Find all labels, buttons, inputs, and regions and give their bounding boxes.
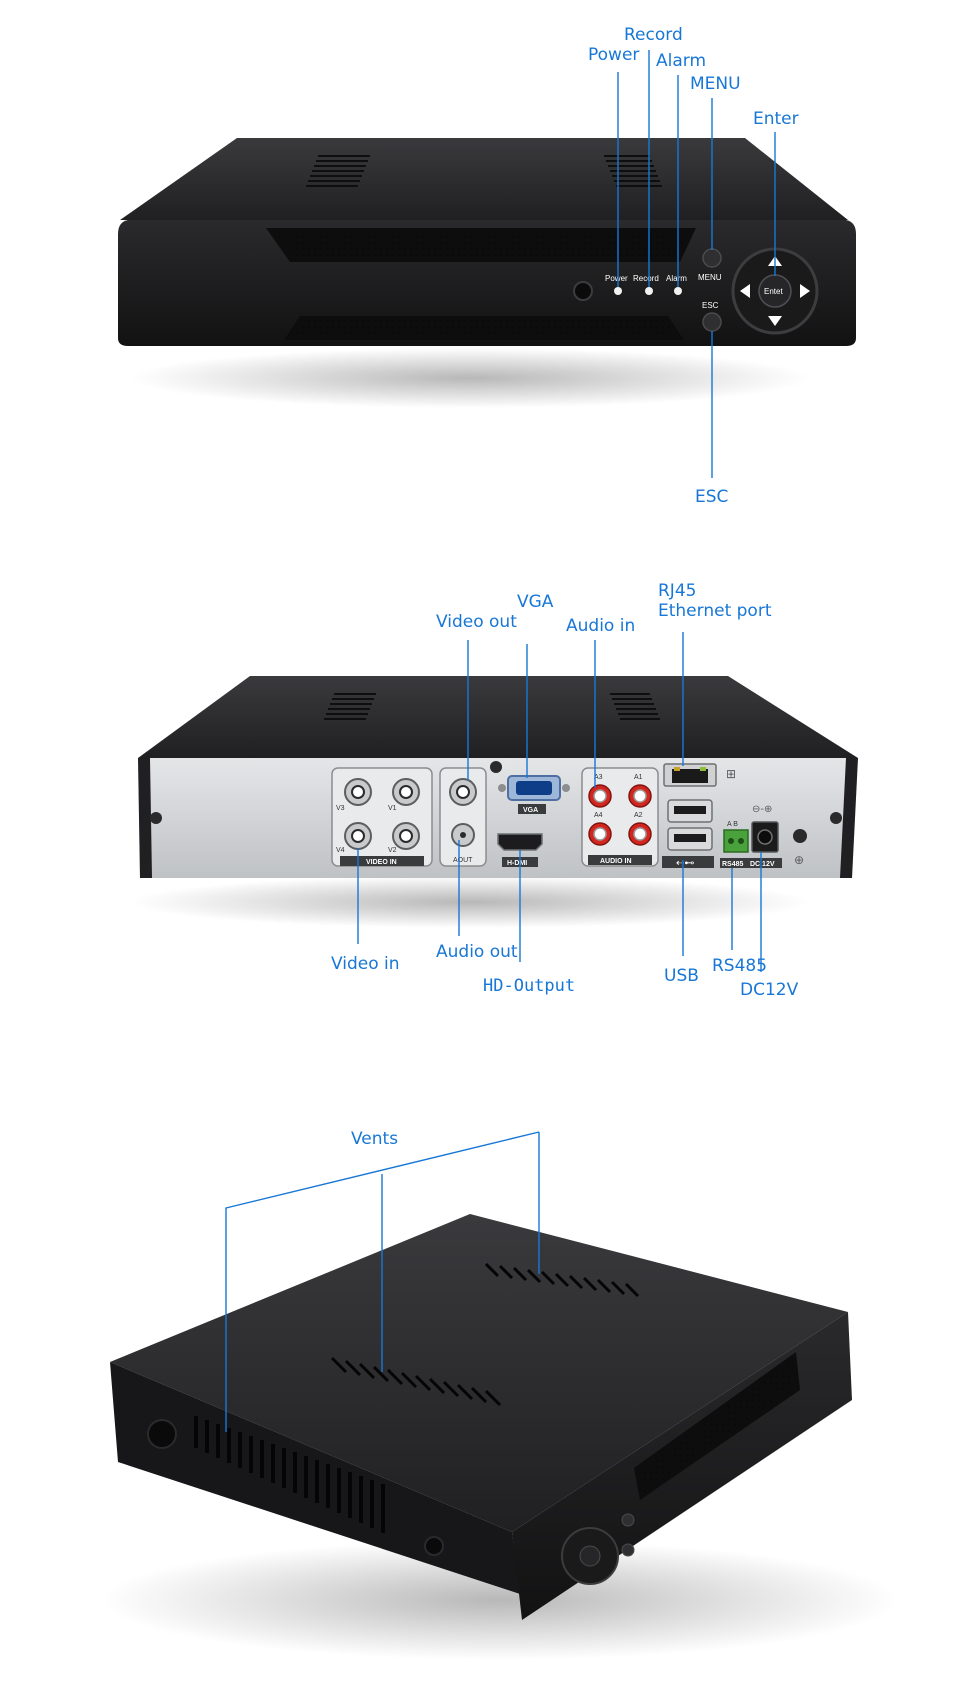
rj45-port — [663, 763, 717, 787]
panel-label-esc: ESC — [702, 301, 719, 310]
ir-receiver — [573, 281, 593, 301]
port-label-audio-in: AUDIO IN — [600, 858, 632, 865]
power-led — [614, 287, 622, 295]
callout-video-in: Video in — [331, 954, 400, 974]
usb-ports: ⇠⊷ — [662, 799, 714, 869]
port-label-a3: A3 — [594, 774, 603, 781]
callout-power: Power — [588, 45, 639, 65]
callout-enter: Enter — [753, 109, 799, 129]
usb-icon: ⇠⊷ — [676, 858, 694, 869]
dvr-rear-view: V3 V1 V4 V2 VIDEO IN AOUT VGA H-DMI — [130, 581, 858, 1000]
port-label-a1: A1 — [634, 774, 643, 781]
record-led — [645, 287, 653, 295]
callout-record: Record — [624, 25, 683, 45]
callout-vga: VGA — [517, 592, 554, 612]
port-label-v2: V2 — [388, 847, 397, 854]
callout-audio-in: Audio in — [566, 616, 635, 636]
callout-menu: MENU — [690, 74, 741, 94]
dvr-top-view: Vents — [100, 1129, 900, 1660]
callout-ethernet-port: Ethernet port — [658, 601, 772, 621]
network-icon: ⊞ — [726, 767, 736, 781]
port-label-aout: AOUT — [453, 857, 473, 864]
port-label-hdmi: H-DMI — [507, 860, 527, 867]
ground-icon: ⊕ — [794, 853, 804, 867]
panel-label-alarm: Alarm — [666, 274, 687, 283]
callout-hd-output: HD-Output — [483, 976, 575, 996]
esc-button — [702, 312, 722, 332]
panel-label-enter: Entet — [764, 287, 783, 296]
port-label-a2: A2 — [634, 812, 643, 819]
port-label-vga: VGA — [523, 807, 538, 814]
side-vents — [194, 1416, 385, 1533]
port-label-ab: A B — [727, 821, 738, 828]
video-in-block — [331, 767, 433, 867]
callout-vents: Vents — [351, 1129, 398, 1149]
port-label-a4: A4 — [594, 812, 603, 819]
panel-label-record: Record — [633, 274, 659, 283]
arrow-down-icon — [768, 316, 782, 326]
arrow-right-icon — [800, 284, 810, 298]
callout-audio-out: Audio out — [436, 942, 518, 962]
arrow-left-icon — [740, 284, 750, 298]
callout-video-out: Video out — [436, 612, 517, 632]
port-label-dc12v: DC 12V — [750, 861, 775, 868]
callout-usb: USB — [664, 966, 699, 986]
top-vent-left — [306, 155, 370, 187]
callout-rs485: RS485 — [712, 956, 767, 976]
port-label-v1: V1 — [388, 805, 397, 812]
vga-port: VGA — [498, 775, 570, 814]
port-label-video-in: VIDEO IN — [366, 859, 397, 866]
dc-polarity-icon: ⊖-⊕ — [752, 804, 772, 815]
panel-label-power: Power — [605, 274, 628, 283]
menu-button — [702, 248, 722, 268]
dc-power-jack: ⊖-⊕ DC 12V — [748, 804, 782, 868]
top-vents-front — [330, 1356, 502, 1407]
alarm-led — [674, 287, 682, 295]
port-label-v3: V3 — [336, 805, 345, 812]
callout-rj45: RJ45 — [658, 581, 696, 601]
dvr-front-view: Power Record Alarm MENU ESC Entet Power … — [118, 25, 856, 507]
callout-dc12v: DC12V — [740, 980, 799, 1000]
callout-esc: ESC — [695, 487, 728, 507]
panel-label-menu: MENU — [698, 273, 722, 282]
rs485-terminal: A B RS485 — [720, 821, 752, 868]
top-vents-rear — [484, 1262, 640, 1298]
callout-alarm: Alarm — [656, 51, 706, 71]
port-label-rs485: RS485 — [722, 861, 744, 868]
port-label-v4: V4 — [336, 847, 345, 854]
